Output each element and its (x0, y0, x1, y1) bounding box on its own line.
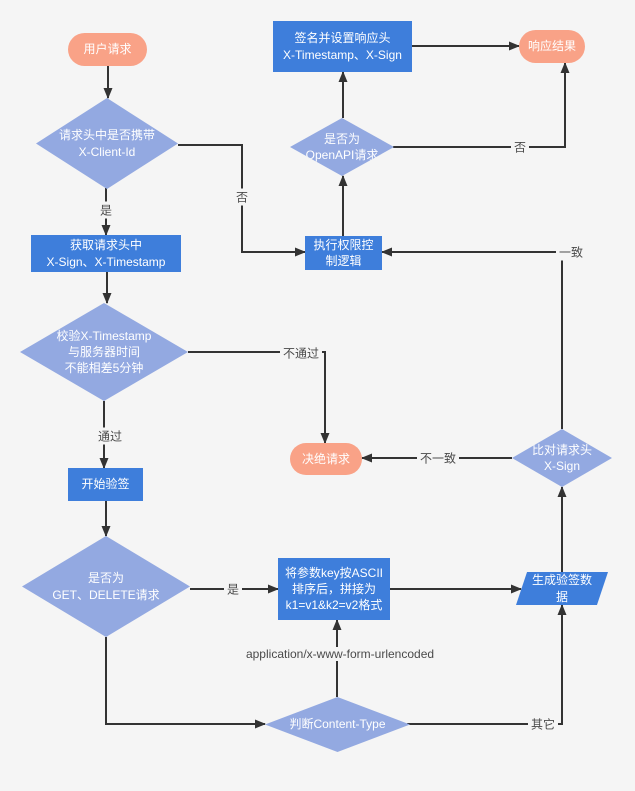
edge-timestamp-fail (188, 351, 330, 444)
edge-label-sign-mismatch: 不一致 (416, 449, 460, 467)
edge-label-get-delete-yes: 是 (223, 580, 243, 598)
node-reject-request: 决绝请求 (290, 443, 362, 475)
edge-openapi-no (393, 62, 570, 148)
edge-label-client-id-yes: 是 (96, 201, 116, 219)
node-user-request: 用户请求 (68, 33, 147, 66)
node-sign-response: 签名并设置响应头 X-Timestamp、X-Sign (273, 21, 412, 72)
edge-label-openapi-no: 否 (510, 138, 530, 156)
node-start-verify: 开始验签 (68, 468, 143, 501)
edge-label-client-id-no: 否 (232, 188, 252, 206)
edge-contenttype-other (407, 604, 567, 725)
edge-label-content-type-form: application/x-www-form-urlencoded (242, 647, 438, 661)
node-gen-verify-data: 生成验签数 据 (516, 572, 608, 605)
edge-compare-match (381, 247, 563, 429)
node-get-headers: 获取请求头中 X-Sign、X-Timestamp (31, 235, 181, 272)
edge-label-timestamp-fail: 不通过 (279, 344, 323, 362)
edge-label-content-type-other: 其它 (527, 715, 559, 733)
edge-getdelete-no (105, 637, 266, 729)
edge-label-timestamp-pass: 通过 (94, 427, 126, 445)
node-response-result: 响应结果 (519, 30, 585, 63)
edge-label-sign-match: 一致 (555, 243, 587, 261)
node-exec-permission: 执行权限控 制逻辑 (305, 236, 382, 270)
node-build-sign-string: 将参数key按ASCII 排序后，拼接为 k1=v1&k2=v2格式 (278, 558, 390, 620)
